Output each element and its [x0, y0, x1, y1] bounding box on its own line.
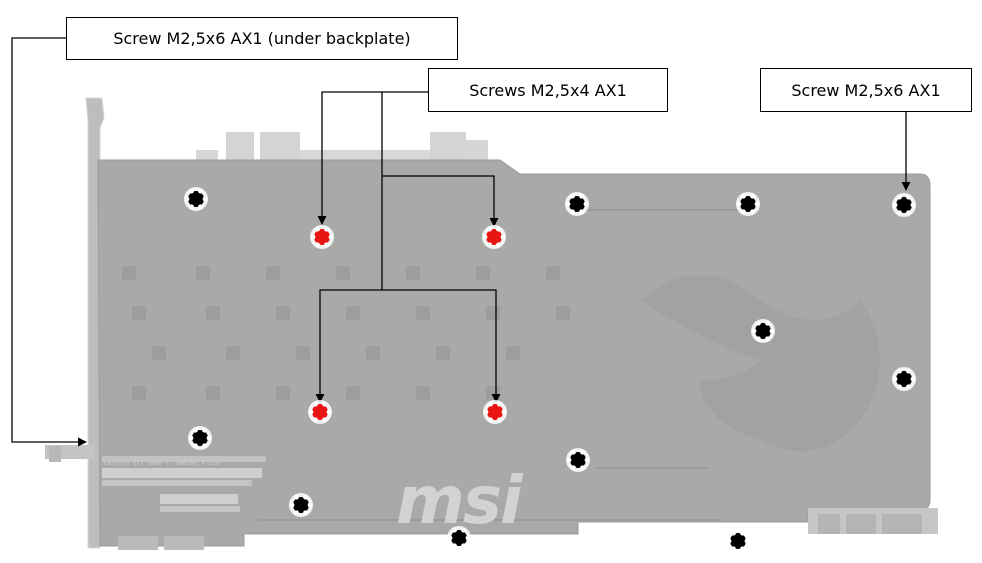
screw-m25x4-icon — [310, 225, 334, 249]
card-grooves — [258, 209, 738, 521]
screw-icon — [736, 192, 760, 216]
screw-icon — [566, 448, 590, 472]
model-label: GeForce GTX 1080 Ti GAMING X 11G — [104, 460, 220, 467]
leader-lines — [11, 37, 911, 447]
screw-m25x4-icon — [482, 225, 506, 249]
screw-icon — [188, 426, 212, 450]
screw-m25x4-icon — [308, 400, 332, 424]
callout-m25x6: Screw M2,5x6 AX1 — [760, 68, 972, 112]
screw-icon — [751, 319, 775, 343]
leader-m25x4-topleft — [317, 91, 382, 225]
screw-icon — [892, 193, 916, 217]
leader-m25x4-bottomleft — [315, 289, 382, 403]
leader-m25x4-bottomright — [382, 289, 501, 403]
top-connectors — [196, 132, 488, 162]
screw-icon — [892, 367, 916, 391]
screw-icon — [726, 529, 750, 553]
screws — [184, 187, 916, 553]
serial-label — [102, 456, 266, 512]
dragon-emblem — [640, 275, 880, 452]
screw-icon — [289, 493, 313, 517]
callout-under-backplate: Screw M2,5x6 AX1 (under backplate) — [66, 17, 458, 60]
screw-icon — [565, 192, 589, 216]
leader-m25x4-topright — [382, 175, 499, 227]
screw-m25x4-icon — [483, 400, 507, 424]
callout-m25x4: Screws M2,5x4 AX1 — [428, 68, 668, 112]
vrm-pattern — [122, 266, 570, 400]
screw-icon — [447, 526, 471, 550]
screw-icon — [184, 187, 208, 211]
leader-under-backplate — [11, 37, 87, 447]
pci-bracket — [45, 97, 105, 549]
bottom-connector — [118, 508, 938, 550]
brand-logo: msi — [396, 462, 523, 539]
